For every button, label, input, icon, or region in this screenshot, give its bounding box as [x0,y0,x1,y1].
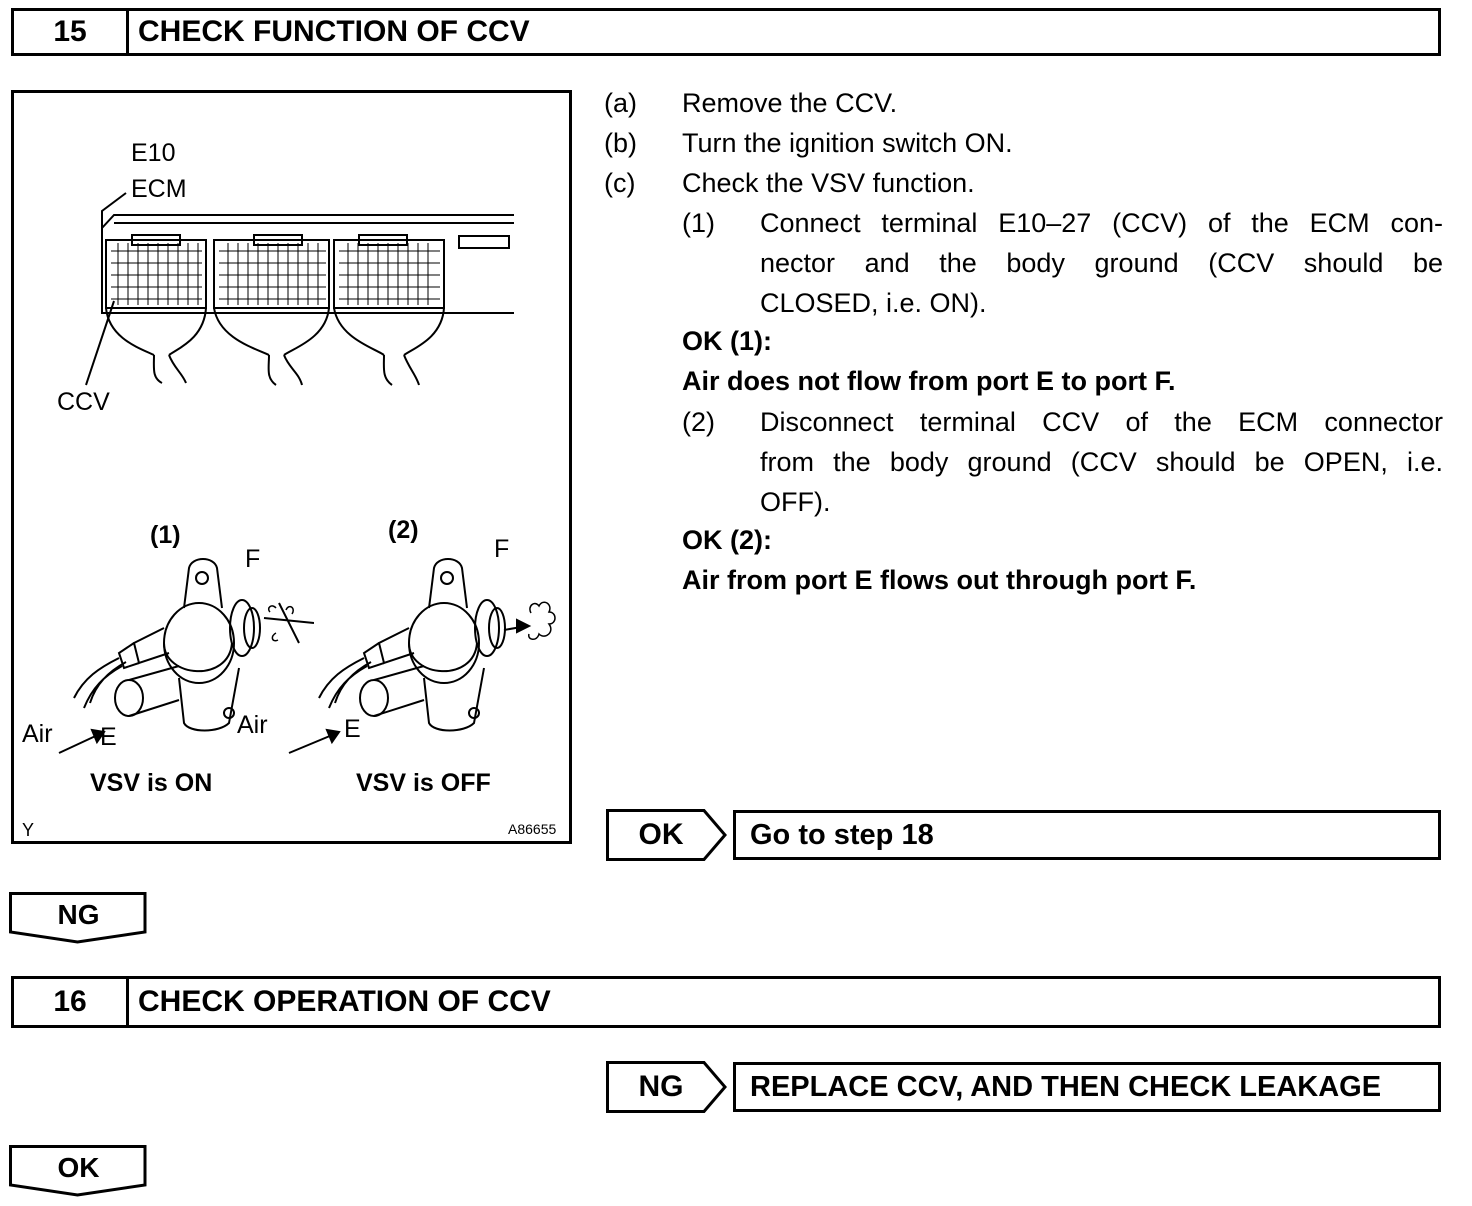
ok-result-box: Go to step 18 [733,810,1441,860]
ok-2-label: OK (2): [682,525,772,555]
vsv-off-illustration [288,558,556,754]
port-e-label: E [344,715,361,743]
step-title: CHECK FUNCTION OF CCV [138,15,530,48]
ok-1-criterion: Air does not flow from port E to port F. [682,366,1176,396]
step-marker: (a) [604,88,637,118]
vsv-on-caption: VSV is ON [90,769,213,797]
ok-down-arrow: OK [9,1145,148,1197]
step-title: CHECK OPERATION OF CCV [138,985,551,1018]
instruction-c2-line: OFF). [760,487,831,517]
connector-block-1 [105,234,207,309]
instruction-c2-marker: (2) [682,407,715,437]
ng-branch-arrow: NG [606,1061,728,1113]
vsv-off-caption: VSV is OFF [356,769,491,797]
instruction-c1-marker: (1) [682,208,715,238]
instruction-c1-line: Connect terminal E10–27 (CCV) of the ECM… [760,208,1443,238]
instruction-text: Check the VSV function. [682,168,975,198]
ng-down-arrow: NG [9,892,148,944]
connector-block-2 [213,234,330,309]
instruction-c2-line: Disconnect terminal CCV of the ECM conne… [760,407,1443,437]
instruction-c1-line: nector and the body ground (CCV should b… [760,248,1443,278]
ok-branch-arrow: OK [606,809,728,861]
view-1-label: (1) [150,521,181,549]
ok-1-label: OK (1): [682,326,772,356]
instruction-text: Turn the ignition switch ON. [682,128,1013,158]
step-15-header: 15 CHECK FUNCTION OF CCV [11,8,1441,56]
air-label: Air [237,711,268,739]
ecm-ccv-figure: E10 ECM CCV (1) (2) F F Air Air E E VSV … [11,90,572,844]
connector-block-3 [333,234,445,309]
step-marker: (b) [604,128,637,158]
ecm-connector-label: E10 [131,139,176,167]
port-f-label: F [245,545,261,573]
ccv-terminal-label: CCV [57,388,110,416]
step-number: 15 [14,11,129,53]
ok-branch-label: OK [638,818,684,851]
ecm-label: ECM [131,175,187,203]
view-2-label: (2) [388,516,419,544]
step-16-header: 16 CHECK OPERATION OF CCV [11,976,1441,1028]
vsv-on-illustration [58,558,314,754]
ecm-connector-illustration [85,192,514,386]
step-marker: (c) [604,168,636,198]
instruction-text: Remove the CCV. [682,88,898,118]
instruction-c1-line: CLOSED, i.e. ON). [760,288,987,318]
step-number: 16 [14,979,129,1025]
figure-id: A86655 [508,821,557,837]
port-f-label: F [494,535,510,563]
port-e-label: E [100,723,117,751]
figure-corner-code: Y [22,820,35,840]
ok-2-criterion: Air from port E flows out through port F… [682,565,1197,595]
air-label: Air [22,720,53,748]
instruction-c2-line: from the body ground (CCV should be OPEN… [760,447,1443,477]
ng-result-box: REPLACE CCV, AND THEN CHECK LEAKAGE [733,1062,1441,1112]
ng-branch-label: NG [638,1070,684,1103]
ok-down-label: OK [57,1152,100,1183]
ng-down-label: NG [57,899,100,930]
